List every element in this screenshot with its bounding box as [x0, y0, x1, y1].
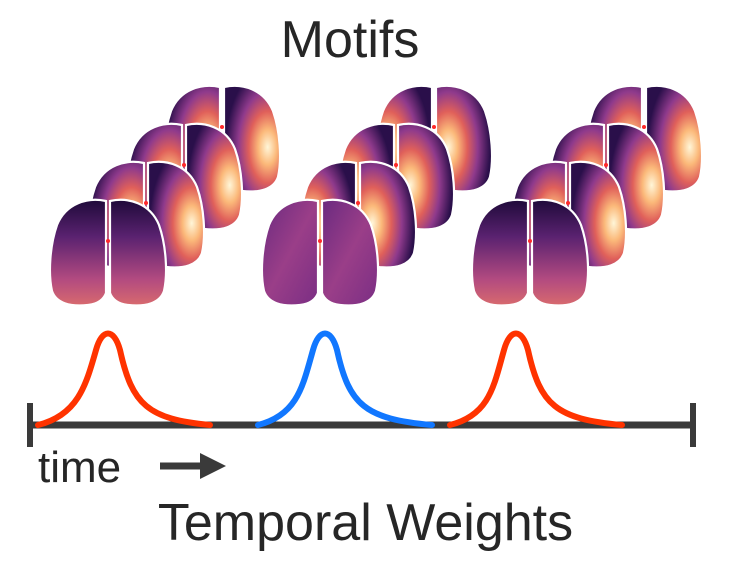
right-hemisphere — [108, 198, 168, 307]
bregma-dot — [566, 201, 570, 205]
bregma-dot — [528, 239, 532, 243]
motif-1-stack — [48, 84, 282, 307]
motif-2-stack — [260, 84, 494, 307]
bregma-dot — [318, 239, 322, 243]
temporal-weights-title: Temporal Weights — [157, 494, 574, 552]
motif-3-weight-curve — [447, 330, 625, 428]
bregma-dot — [220, 125, 224, 129]
motif-2-frame-4 — [260, 198, 380, 307]
right-hemisphere — [320, 198, 380, 307]
motif-brain-maps — [48, 84, 704, 307]
left-hemisphere — [260, 198, 320, 307]
bregma-dot — [604, 163, 608, 167]
motif-1-frame-4 — [48, 198, 168, 307]
bregma-dot — [432, 125, 436, 129]
bregma-dot — [144, 201, 148, 205]
motif-1-weight-curve — [35, 330, 213, 428]
bregma-dot — [106, 239, 110, 243]
right-hemisphere — [530, 198, 590, 307]
motif-3-frame-4 — [470, 198, 590, 307]
bregma-dot — [182, 163, 186, 167]
left-hemisphere — [470, 198, 530, 307]
time-arrow-head — [200, 453, 226, 479]
motifs-title: Motifs — [280, 11, 420, 69]
motif-3-stack — [470, 84, 704, 307]
bregma-dot — [394, 163, 398, 167]
motif-2-weight-curve — [255, 330, 435, 428]
time-label: time — [38, 443, 122, 492]
bregma-dot — [642, 125, 646, 129]
temporal-weights — [27, 330, 696, 479]
bregma-dot — [356, 201, 360, 205]
left-hemisphere — [48, 198, 108, 307]
